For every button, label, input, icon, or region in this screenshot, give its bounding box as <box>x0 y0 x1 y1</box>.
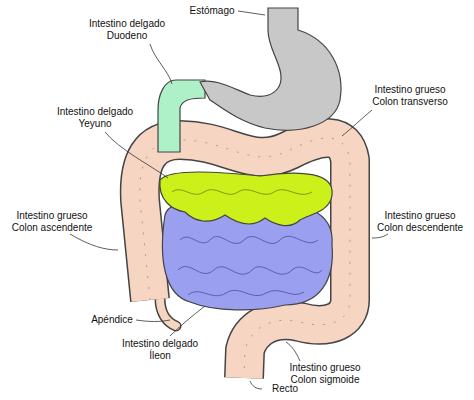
organ-label: Intestino delgado Íleon <box>113 338 208 362</box>
appendix <box>160 298 176 326</box>
stomach <box>200 8 341 130</box>
ileum-loops <box>178 236 322 295</box>
leader-lines <box>70 11 388 389</box>
jejunum-loops <box>172 190 312 195</box>
duodenum <box>158 80 205 152</box>
organ-label: Intestino delgado Yeyuno <box>48 106 143 130</box>
organ-label: Apéndice <box>65 314 160 326</box>
organ-label: Intestino grueso Colon descendente <box>373 210 468 234</box>
organ-label: Estómago <box>165 5 260 17</box>
jejunum <box>160 172 332 226</box>
organ-label: Intestino grueso Colon ascendente <box>5 210 100 234</box>
appendix-outline <box>160 298 176 326</box>
organ-label: Intestino grueso Colon transverso <box>363 84 458 108</box>
organ-label: Intestino grueso Colon sigmoide <box>278 362 373 386</box>
organ-label: Intestino delgado Duodeno <box>80 18 175 42</box>
